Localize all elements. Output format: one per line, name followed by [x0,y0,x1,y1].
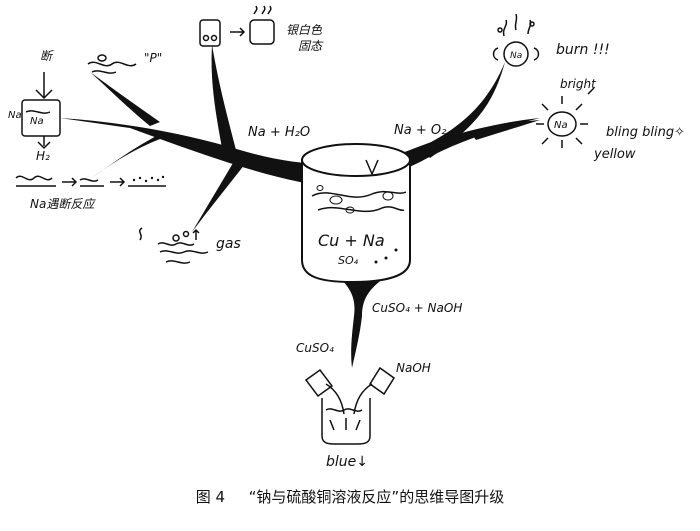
na-reaction-sketch [15,175,166,187]
burn-sketch [492,13,540,67]
tree-branches [60,45,540,368]
blue-label: blue↓ [326,454,368,470]
central-pot [301,143,411,284]
figure-title: “钠与硫酸铜溶液反应”的思维导图升级 [248,488,505,506]
yellow-label: yellow [593,147,636,162]
cuso4-beaker-label: CuSO₄ [296,341,334,355]
bright-sketch [536,87,595,148]
bright-label: bright [560,77,597,91]
so4-label: SO₄ [338,254,359,267]
na-top-label: Na [510,51,522,61]
na-bright-label: Na [554,120,568,131]
na-reaction-label: Na遇断反应 [30,197,96,211]
bottom-beaker-sketch [304,366,396,445]
p-quote-label: "P" [144,51,162,65]
naoh-beaker-label: NaOH [396,361,431,375]
solid-label: 固态 [298,39,324,53]
bling-bling-label: bling bling✧ [606,125,685,140]
gas-sketch [138,227,209,264]
gas-label: gas [216,236,241,252]
p-sketch [87,54,137,74]
na-pot-label: Na [30,116,44,127]
na-left-label: Na [8,110,22,121]
na-h2o-label: Na + H₂O [248,125,310,140]
burn-label: burn !!! [556,42,610,58]
silver-white-sketch [199,5,275,47]
silver-white-label: 银白色 [286,23,323,37]
na-o2-label: Na + O₂ [394,123,446,138]
figure-caption: 图 4 “钠与硫酸铜溶液反应”的思维导图升级 [0,486,700,507]
figure-number: 图 4 [195,488,226,506]
cuso4-naoh-label: CuSO₄ + NaOH [372,301,462,315]
drip-label: 断 [40,49,54,63]
na-pot-sketch [21,72,61,150]
cu-na-label: Cu + Na [318,231,385,250]
na-reaction-dots [132,175,165,183]
h2-label: H₂ [36,149,50,163]
